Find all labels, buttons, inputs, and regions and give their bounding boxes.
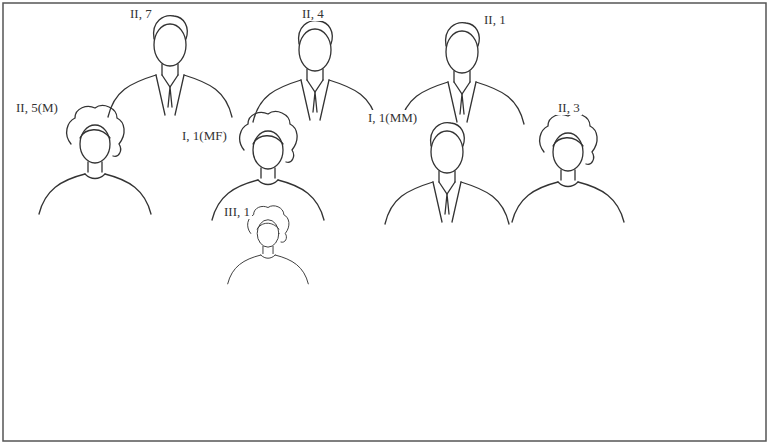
figure-label: III, 1 xyxy=(222,204,252,219)
figure-label: II, 3 xyxy=(556,100,582,115)
figure-label: I, 1(MM) xyxy=(366,110,419,125)
figure-label: II, 5(M) xyxy=(14,100,60,115)
figure-label: II, 1 xyxy=(482,12,508,27)
figure-label: I, 1(MF) xyxy=(180,128,229,143)
figure-label: II, 7 xyxy=(128,6,154,21)
figure-label: II, 4 xyxy=(300,6,326,21)
